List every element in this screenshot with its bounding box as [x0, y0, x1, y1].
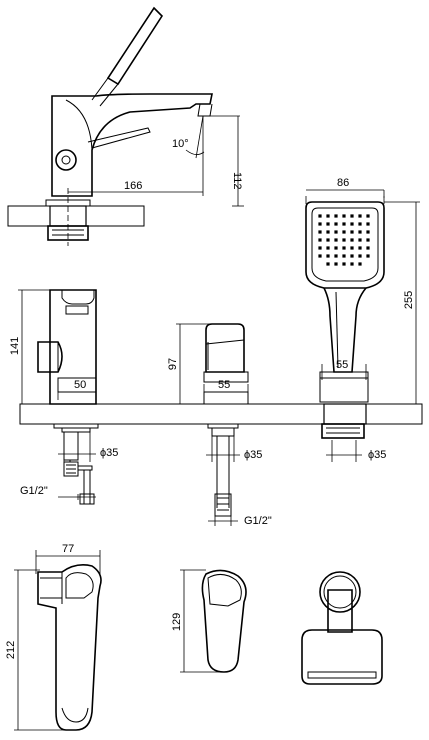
shower-nozzles [318, 214, 369, 265]
nozzle [334, 262, 337, 265]
nozzle [318, 246, 321, 249]
nozzle [334, 246, 337, 249]
nozzle [350, 262, 353, 265]
nozzle [318, 214, 321, 217]
shower-plan-base [320, 572, 360, 612]
nozzle [334, 230, 337, 233]
nozzle [326, 238, 329, 241]
nozzle [318, 230, 321, 233]
nozzle [342, 246, 345, 249]
dim-shower-base: 55 [336, 359, 348, 371]
nozzle [342, 238, 345, 241]
valve-side-view: 97 55 ϕ35 G1/2" [167, 324, 272, 527]
dim-angle: 10° [172, 138, 189, 150]
diverter-side-view: 141 50 ϕ35 G1/2" [9, 290, 118, 504]
dim-shower-width: 86 [337, 177, 349, 189]
nozzle [350, 254, 353, 257]
nozzle [358, 262, 361, 265]
valve-plan-view: 129 [171, 570, 246, 672]
dim-thread-2: G1/2" [244, 515, 272, 527]
nozzle [342, 230, 345, 233]
dim-diverter-base: 50 [74, 379, 86, 391]
nozzle [366, 254, 369, 257]
shower-plan-view [302, 572, 382, 684]
shower-plan-head [302, 630, 382, 684]
nozzle [342, 262, 345, 265]
dim-diverter-height: 141 [9, 337, 21, 355]
dim-spout-reach: 166 [124, 180, 142, 192]
nozzle [366, 238, 369, 241]
dim-valve-base: 55 [218, 379, 230, 391]
nozzle [334, 214, 337, 217]
nozzle [350, 230, 353, 233]
nozzle [342, 222, 345, 225]
spout-plan-outline [38, 565, 101, 730]
nozzle [358, 238, 361, 241]
nozzle [326, 214, 329, 217]
nozzle [350, 214, 353, 217]
dim-handle-plan-length: 129 [171, 613, 183, 631]
dim-valve-height: 97 [167, 358, 179, 370]
nozzle [334, 238, 337, 241]
dim-shower-length: 255 [403, 291, 415, 309]
dim-thread-1: G1/2" [20, 485, 48, 497]
nozzle [358, 222, 361, 225]
nozzle [366, 214, 369, 217]
spout-side-view: 10° 166 112 [8, 8, 244, 246]
nozzle [318, 238, 321, 241]
nozzle [342, 254, 345, 257]
nozzle [334, 222, 337, 225]
hand-shower-resting [108, 8, 162, 84]
nozzle [318, 222, 321, 225]
nozzle [366, 230, 369, 233]
hand-shower-front-view: 86 255 55 ϕ35 [306, 177, 420, 462]
diverter-knob [56, 150, 76, 170]
nozzle [358, 254, 361, 257]
spout-plan-view: 77 212 [5, 543, 101, 730]
dim-spout-plan-width: 77 [62, 543, 74, 555]
nozzle [326, 262, 329, 265]
nozzle [358, 230, 361, 233]
valve-handle [206, 324, 244, 372]
nozzle [326, 254, 329, 257]
nozzle [334, 254, 337, 257]
nozzle [366, 222, 369, 225]
dim-spout-plan-length: 212 [5, 641, 17, 659]
diverter-body [50, 290, 96, 404]
dim-spout-height: 112 [231, 172, 243, 190]
nozzle [326, 222, 329, 225]
nozzle [350, 222, 353, 225]
nozzle [326, 246, 329, 249]
nozzle [318, 254, 321, 257]
nozzle [342, 214, 345, 217]
dim-hole-dia-1: ϕ35 [100, 447, 118, 459]
nozzle [366, 246, 369, 249]
dim-hole-dia-2: ϕ35 [244, 449, 262, 461]
nozzle [358, 246, 361, 249]
nozzle [350, 238, 353, 241]
dim-hole-dia-3: ϕ35 [368, 449, 386, 461]
nozzle [358, 214, 361, 217]
nozzle [350, 246, 353, 249]
nozzle [326, 230, 329, 233]
